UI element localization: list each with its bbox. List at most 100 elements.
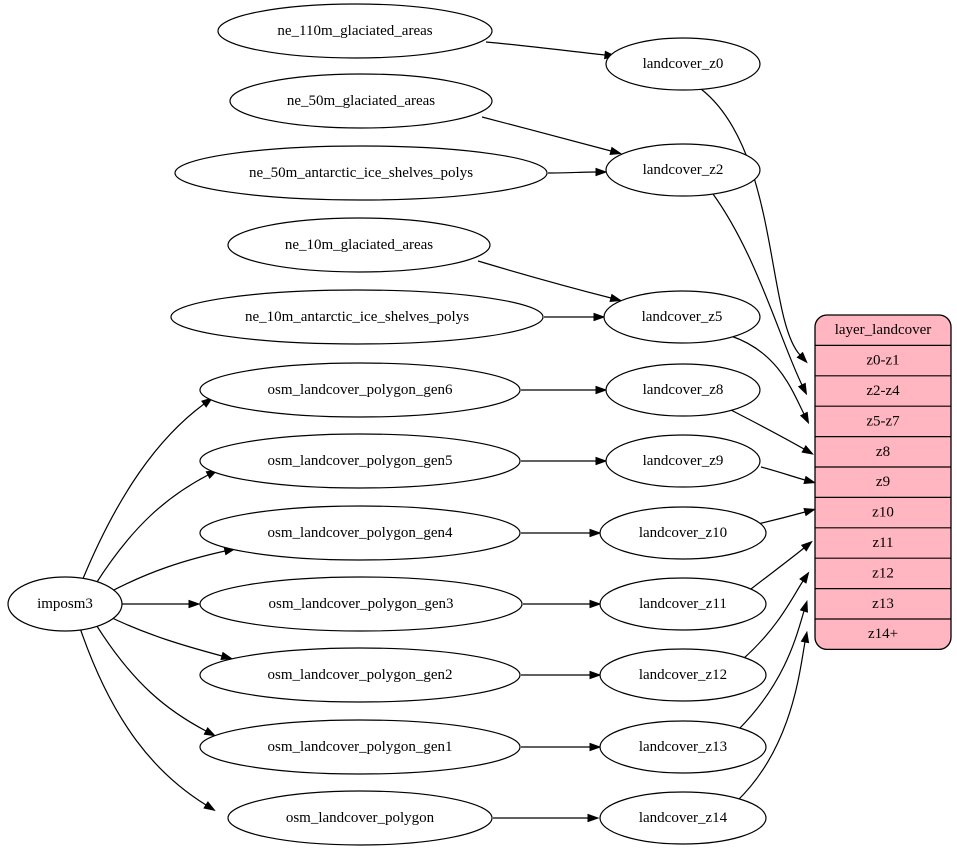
node-label: osm_landcover_polygon — [286, 810, 435, 826]
node-label: osm_landcover_polygon_gen6 — [268, 382, 453, 398]
edge-ne-10m-antarctic-ice-shelves-polys--landcover-z5 — [544, 312, 606, 322]
node-label: ne_10m_antarctic_ice_shelves_polys — [245, 309, 469, 325]
edge-line — [485, 41, 606, 56]
edge-landcover-z8--layer-landcover-z8 — [728, 408, 814, 455]
arrowhead-icon — [799, 571, 810, 584]
node-ellipse — [199, 505, 521, 561]
arrowhead-icon — [589, 599, 602, 609]
edge-line — [109, 616, 223, 657]
node-label: landcover_z8 — [643, 382, 724, 398]
node-label: osm_landcover_polygon_gen4 — [268, 525, 453, 541]
node-ellipse — [7, 576, 123, 632]
arrowhead-icon — [609, 146, 623, 156]
arrowhead-icon — [800, 630, 810, 644]
edge-osm-landcover-polygon-gen3--landcover-z11 — [523, 599, 602, 609]
node-ellipse — [605, 363, 761, 417]
node-ellipse — [599, 791, 767, 845]
arrowhead-icon — [801, 445, 814, 455]
node-ellipse — [603, 290, 761, 344]
node-label: ne_110m_glaciated_areas — [277, 23, 432, 39]
arrowhead-icon — [188, 599, 201, 609]
node-osm-landcover-polygon: osm_landcover_polygon — [227, 790, 493, 846]
edge-ne-50m-glaciated-areas--landcover-z2 — [481, 116, 623, 156]
node-ellipse — [227, 217, 491, 273]
node-ellipse — [170, 289, 544, 345]
node-ellipse — [174, 145, 548, 201]
node-ne-10m-glaciated-areas: ne_10m_glaciated_areas — [227, 217, 491, 273]
arrowhead-icon — [799, 600, 808, 613]
edge-osm-landcover-polygon--landcover-z14 — [493, 813, 600, 823]
node-ellipse — [199, 433, 521, 489]
edge-landcover-z13--layer-landcover-z13 — [737, 600, 808, 731]
edge-imposm3--osm-landcover-polygon-gen2 — [109, 616, 234, 661]
edge-imposm3--osm-landcover-polygon-gen3 — [122, 599, 201, 609]
record-row-z2-z4: z2-z4 — [866, 383, 900, 399]
edge-landcover-z5--layer-landcover-z5-z7 — [730, 335, 810, 425]
node-imposm3: imposm3 — [7, 576, 123, 632]
node-label: ne_10m_glaciated_areas — [285, 237, 433, 253]
node-ellipse — [199, 719, 521, 775]
edge-imposm3--osm-landcover-polygon-gen4 — [109, 546, 237, 593]
edge-line — [742, 580, 804, 660]
edge-ne-50m-antarctic-ice-shelves-polys--landcover-z2 — [547, 167, 608, 177]
arrowhead-icon — [803, 507, 817, 517]
edge-line — [547, 171, 597, 174]
node-label: osm_landcover_polygon_gen1 — [268, 739, 453, 755]
node-landcover-z5: landcover_z5 — [603, 290, 761, 344]
node-landcover-z9: landcover_z9 — [605, 434, 761, 488]
node-label: ne_50m_glaciated_areas — [287, 93, 435, 109]
arrowhead-icon — [589, 670, 602, 680]
node-ellipse — [599, 720, 767, 774]
node-label: osm_landcover_polygon_gen5 — [268, 453, 453, 469]
edges-layer — [79, 41, 817, 823]
node-landcover-z11: landcover_z11 — [599, 577, 767, 631]
record-title: layer_landcover — [835, 322, 932, 338]
record-node-layer-landcover: layer_landcoverz0-z1z2-z4z5-z7z8z9z10z11… — [814, 314, 952, 651]
edge-landcover-z11--layer-landcover-z11 — [750, 540, 813, 590]
arrowhead-icon — [201, 397, 214, 408]
edge-line — [477, 260, 612, 299]
record-row-z11: z11 — [872, 535, 893, 551]
edge-ne-110m-glaciated-areas--landcover-z0 — [485, 41, 617, 60]
node-label: landcover_z12 — [639, 667, 727, 683]
node-ellipse — [217, 3, 493, 59]
node-label: landcover_z13 — [639, 739, 727, 755]
edge-line — [81, 403, 205, 582]
arrowhead-icon — [220, 651, 234, 661]
edge-line — [735, 641, 806, 803]
edge-landcover-z14--layer-landcover-z14 — [735, 630, 810, 803]
arrowhead-icon — [595, 456, 608, 466]
record-row-z13: z13 — [872, 596, 894, 612]
node-osm-landcover-polygon-gen3: osm_landcover_polygon_gen3 — [199, 576, 523, 632]
node-ellipse — [199, 576, 523, 632]
node-label: landcover_z14 — [639, 810, 728, 826]
arrowhead-icon — [203, 726, 217, 737]
node-landcover-z10: landcover_z10 — [599, 506, 767, 560]
node-ne-110m-glaciated-areas: ne_110m_glaciated_areas — [217, 3, 493, 59]
arrowhead-icon — [595, 385, 608, 395]
edge-imposm3--osm-landcover-polygon — [79, 627, 216, 812]
arrowhead-icon — [799, 411, 810, 425]
node-label: ne_50m_antarctic_ice_shelves_polys — [249, 165, 473, 181]
node-landcover-z8: landcover_z8 — [605, 363, 761, 417]
edge-line — [94, 474, 209, 586]
edge-line — [481, 116, 612, 152]
record-box — [814, 314, 952, 651]
node-label: landcover_z5 — [642, 309, 723, 325]
arrowhead-icon — [589, 742, 602, 752]
edge-osm-landcover-polygon-gen2--landcover-z12 — [520, 670, 602, 680]
node-label: landcover_z9 — [643, 453, 724, 469]
arrowhead-icon — [595, 167, 608, 177]
edge-osm-landcover-polygon-gen5--landcover-z9 — [521, 456, 608, 466]
arrowhead-icon — [803, 475, 817, 485]
node-label: landcover_z10 — [639, 525, 727, 541]
node-ellipse — [605, 434, 761, 488]
node-ellipse — [605, 143, 761, 197]
edge-imposm3--osm-landcover-polygon-gen6 — [81, 397, 214, 582]
edge-landcover-z12--layer-landcover-z12 — [742, 571, 810, 660]
node-label: osm_landcover_polygon_gen3 — [269, 596, 454, 612]
edge-line — [712, 193, 803, 386]
node-ne-10m-antarctic-ice-shelves-polys: ne_10m_antarctic_ice_shelves_polys — [170, 289, 544, 345]
node-label: landcover_z2 — [643, 162, 724, 178]
